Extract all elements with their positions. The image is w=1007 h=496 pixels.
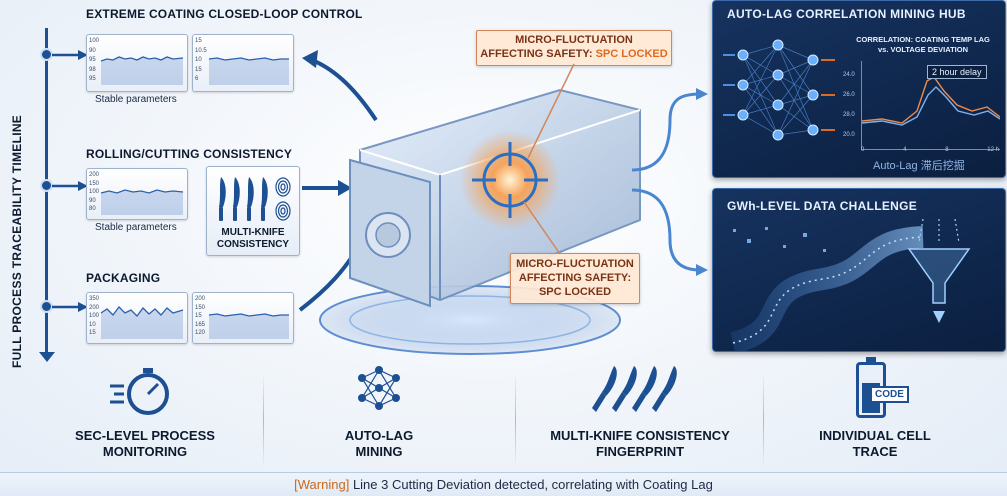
stage-title-packaging: PACKAGING	[86, 271, 161, 285]
autolag-footer: Auto-Lag 滞后挖掘	[873, 160, 965, 172]
feature-divider-3	[763, 372, 764, 468]
autolag-panel: AUTO-LAG CORRELATION MINING HUB CORRELAT…	[712, 0, 1006, 178]
timeline-axis	[45, 28, 48, 358]
gwh-panel-title: GWh-LEVEL DATA CHALLENGE	[727, 199, 918, 213]
callout-top: MICRO-FLUCTUATION AFFECTING SAFETY: SPC …	[476, 30, 672, 66]
rolling-caption: Stable parameters	[95, 222, 177, 233]
callout-bottom-line3: SPC LOCKED	[538, 286, 612, 298]
callout-bottom-line2: AFFECTING SAFETY:	[518, 272, 632, 284]
panel-connectors	[631, 88, 708, 276]
autolag-panel-title: AUTO-LAG CORRELATION MINING HUB	[727, 7, 966, 21]
data-stream-funnel-icon	[730, 219, 971, 351]
multi-knife-label: MULTI-KNIFE CONSISTENCY	[216, 227, 290, 250]
callout-top-line2: AFFECTING SAFETY:	[480, 48, 593, 60]
coating-caption: Stable parameters	[95, 94, 177, 105]
stage-title-rolling: ROLLING/CUTTING CONSISTENCY	[86, 147, 293, 161]
knives-fingerprint-icon	[219, 177, 291, 221]
stopwatch-icon	[110, 368, 169, 415]
gwh-panel: GWh-LEVEL DATA CHALLENGE	[712, 188, 1006, 352]
feature-divider-2	[515, 372, 516, 468]
status-bar: [Warning] Line 3 Cutting Deviation detec…	[0, 472, 1007, 496]
status-message: Line 3 Cutting Deviation detected, corre…	[352, 477, 713, 492]
timeline-branches	[52, 50, 88, 312]
callout-bottom: MICRO-FLUCTUATION AFFECTING SAFETY: SPC …	[510, 253, 640, 304]
stage-title-coating: EXTREME COATING CLOSED-LOOP CONTROL	[86, 7, 363, 21]
callout-bottom-pointer	[523, 201, 561, 255]
feature-divider-1	[263, 372, 264, 468]
knives-icon	[592, 366, 677, 412]
neural-network-feature-icon	[358, 366, 400, 410]
neural-network-icon	[723, 39, 835, 141]
multi-knife-card: MULTI-KNIFE CONSISTENCY	[206, 166, 300, 256]
autolag-delay-label: 2 hour delay	[927, 65, 987, 79]
callout-top-pointer	[527, 63, 575, 159]
callout-bottom-line1: MICRO-FLUCTUATION	[516, 258, 634, 270]
status-warning-tag: [Warning]	[294, 477, 350, 492]
timeline-label: FULL PROCESS TRACEABILITY TIMELINE	[10, 114, 24, 368]
timeline-arrow-icon	[39, 352, 55, 362]
callout-top-line1: MICRO-FLUCTUATION	[515, 34, 633, 46]
callout-top-highlight: SPC LOCKED	[595, 48, 668, 60]
status-message-row: [Warning] Line 3 Cutting Deviation detec…	[0, 477, 1007, 492]
code-tag: CODE	[870, 386, 909, 403]
